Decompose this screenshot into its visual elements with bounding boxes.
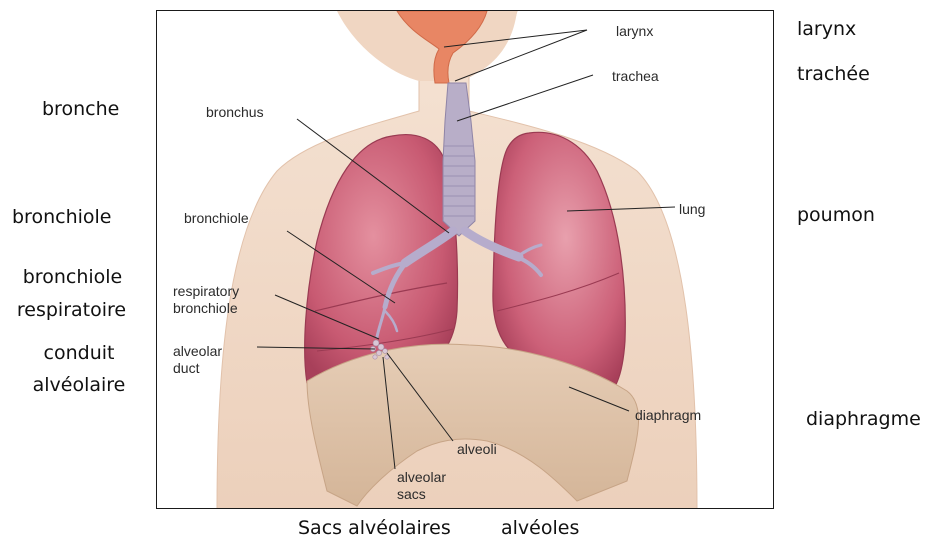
label-alveolar-sacs-2: sacs: [397, 486, 426, 502]
respiratory-system-illustration: [157, 11, 774, 509]
label-bronchiole: bronchiole: [184, 210, 249, 226]
fr-label-bronchiole: bronchiole: [12, 205, 111, 229]
label-respiratory-bronchiole-2: bronchiole: [173, 300, 238, 316]
trachea: [443, 83, 475, 236]
fr-label-bronchiole-respiratoire-2: respiratoire: [4, 298, 139, 322]
fr-label-sacs-alveolaires: Sacs alvéolaires: [298, 516, 451, 540]
label-diaphragm: diaphragm: [635, 407, 701, 423]
label-bronchus: bronchus: [206, 104, 264, 120]
fr-label-diaphragme: diaphragme: [806, 407, 921, 431]
fr-label-bronche: bronche: [42, 97, 119, 121]
label-trachea: trachea: [612, 68, 659, 84]
label-respiratory-bronchiole-1: respiratory: [173, 283, 239, 299]
fr-label-alveoles: alvéoles: [501, 516, 579, 540]
label-lung: lung: [679, 201, 705, 217]
label-alveolar-duct-2: duct: [173, 360, 199, 376]
fr-label-poumon: poumon: [797, 203, 875, 227]
fr-label-conduit-alveolaire-1: conduit: [20, 341, 138, 365]
fr-label-trachee: trachée: [797, 62, 870, 86]
fr-label-larynx: larynx: [797, 17, 856, 41]
anatomy-figure: larynx trachea bronchus bronchiole respi…: [156, 10, 774, 509]
label-alveoli: alveoli: [457, 441, 497, 457]
label-alveolar-duct-1: alveolar: [173, 343, 222, 359]
label-alveolar-sacs-1: alveolar: [397, 469, 446, 485]
label-larynx: larynx: [616, 23, 653, 39]
fr-label-bronchiole-respiratoire-1: bronchiole: [10, 265, 135, 289]
fr-label-conduit-alveolaire-2: alvéolaire: [20, 373, 138, 397]
